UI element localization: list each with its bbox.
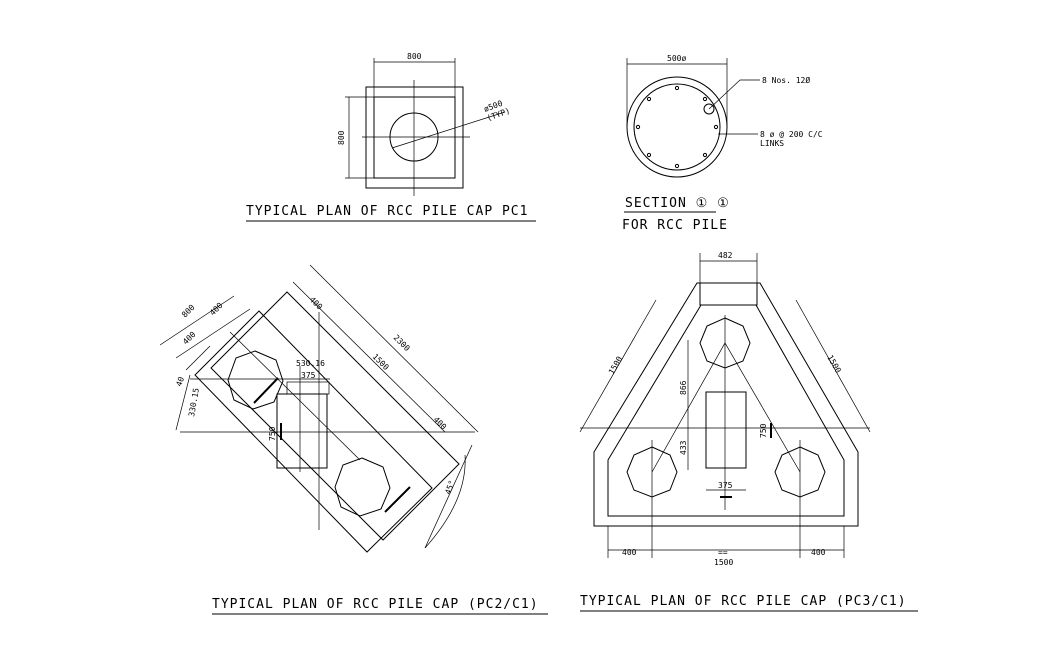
- pc3-outer-cap: [593, 282, 859, 527]
- pc1-pile-leader: [391, 111, 506, 149]
- pc3-title: TYPICAL PLAN OF RCC PILE CAP (PC3/C1): [580, 594, 907, 609]
- pc1-inner-column: [373, 96, 456, 179]
- pc3-dim-1500-left: 1500: [607, 355, 625, 376]
- pc1-title: TYPICAL PLAN OF RCC PILE CAP PC1: [246, 204, 528, 219]
- pc3-dim-482: 482: [718, 251, 733, 260]
- pc3-plan: 482 1500 1500 866 433 750 375 400 == 400…: [579, 251, 871, 567]
- pc3-dim-1500-right: 1500: [825, 354, 843, 375]
- section-bars-label: 8 Nos. 12Ø: [762, 75, 810, 85]
- pc2-offset-outline: [210, 291, 460, 541]
- pc3-dim-400-left: 400: [622, 548, 637, 557]
- section-outer-circle: [626, 76, 728, 178]
- section-dia: 500ø: [667, 54, 686, 63]
- pc1-plan: 800 800 ø500 (TYP): [337, 52, 511, 196]
- pc1-width-dim: 800: [407, 52, 422, 61]
- pc2-dim-40: 40: [174, 375, 186, 387]
- pc2-dim-375: 375: [301, 371, 316, 380]
- pc2-column: [276, 393, 328, 469]
- pc2-pile-2: [334, 457, 391, 517]
- pc3-dim-433: 433: [679, 440, 688, 455]
- pc3-dim-375: 375: [718, 481, 733, 490]
- section-inner-circle: [633, 83, 721, 171]
- pc2-pile-1: [227, 350, 284, 410]
- pc3-dim-400-right: 400: [811, 548, 826, 557]
- pc2-dim-400b: 400: [208, 301, 225, 318]
- pc1-height-dim: 800: [337, 130, 346, 145]
- pc2-dim-400a: 400: [181, 330, 198, 347]
- section-links: 8 ø @ 200 C/C: [760, 130, 823, 139]
- pc2-dim-750: 750: [268, 426, 277, 441]
- pc3-dim-eq: ==: [718, 548, 728, 557]
- pc3-dim-1500-bottom: 1500: [714, 558, 733, 567]
- pc3-column: [705, 391, 747, 469]
- pc2-title: TYPICAL PLAN OF RCC PILE CAP (PC2/C1): [212, 597, 539, 612]
- pc2-dim-530: 530.16: [296, 359, 325, 368]
- pc2-angle: 45°: [443, 479, 456, 496]
- section-bars: [635, 85, 719, 169]
- section-subtitle: FOR RCC PILE: [622, 218, 728, 233]
- pc2-plan: 800 400 400 400 2300 1500 400 40 330.15 …: [159, 264, 479, 553]
- section-links-label: LINKS: [760, 139, 784, 148]
- pc2-outer-cap: [194, 310, 433, 553]
- pc2-dim-800: 800: [180, 303, 197, 320]
- pc3-dim-866: 866: [679, 380, 688, 395]
- pile-section: 500ø 8 Nos. 12Ø 8 ø @ 200 C/C LINKS: [626, 54, 823, 178]
- pc2-dim-400c: 400: [308, 295, 325, 312]
- pc2-dim-1500: 1500: [371, 352, 391, 372]
- pc2-dim-330: 330.15: [187, 387, 201, 417]
- pc2-dim-400d: 400: [432, 415, 449, 432]
- pc3-dim-750: 750: [759, 423, 768, 438]
- section-title: SECTION ① ①: [625, 196, 730, 211]
- pc1-outer-cap: [365, 86, 464, 189]
- pc2-dim-2300: 2300: [392, 333, 412, 353]
